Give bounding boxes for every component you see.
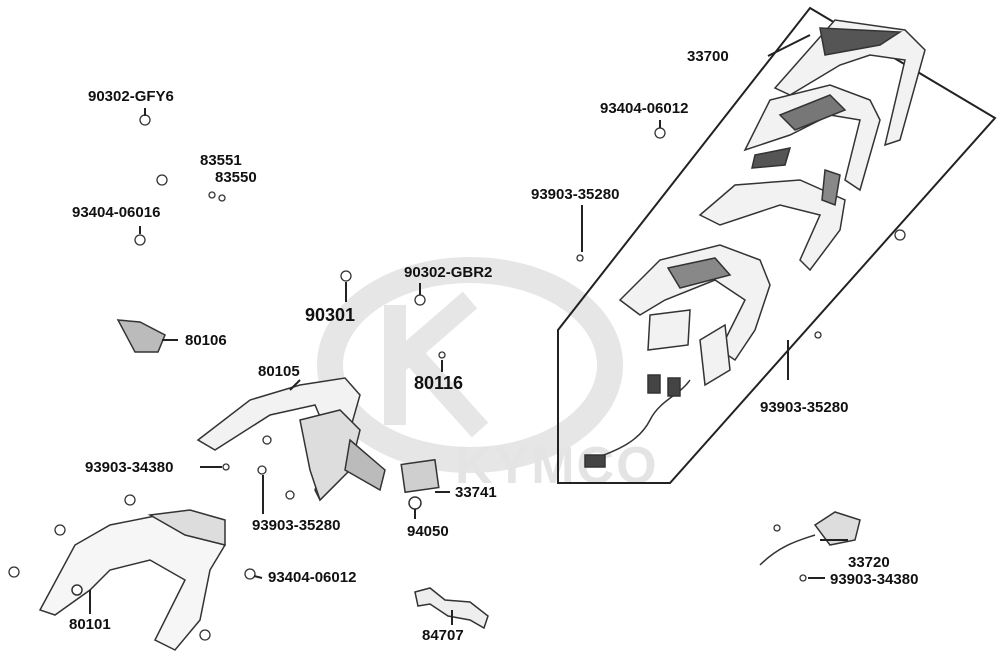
cowl-grille bbox=[778, 94, 847, 131]
watermark-ring bbox=[317, 257, 623, 473]
rear-fender bbox=[38, 514, 226, 651]
leader-lines bbox=[89, 108, 848, 625]
gasket-left bbox=[647, 309, 691, 351]
label-94050: 94050 bbox=[407, 523, 449, 540]
bracket-tip bbox=[344, 438, 386, 492]
rear-fender-assembly bbox=[38, 509, 226, 651]
screw-icon bbox=[285, 490, 295, 500]
bulb-socket-a bbox=[647, 374, 661, 394]
screw-icon bbox=[222, 463, 230, 471]
bolt-icon bbox=[139, 114, 151, 126]
bolt-icon bbox=[894, 229, 906, 241]
bulb-socket-b bbox=[667, 377, 681, 397]
pin-icon bbox=[438, 351, 446, 359]
fender-hole bbox=[71, 584, 83, 596]
label-33741: 33741 bbox=[455, 484, 497, 501]
cowl-layer-1 bbox=[773, 19, 926, 147]
label-93404-06012-top: 93404-06012 bbox=[600, 100, 689, 117]
cowl-clip bbox=[821, 168, 841, 207]
label-90301: 90301 bbox=[305, 305, 356, 325]
cowl-layer-3 bbox=[698, 179, 846, 272]
label-83550: 83550 bbox=[215, 169, 257, 186]
label-93903-35280-top: 93903-35280 bbox=[531, 186, 620, 203]
label-33720: 33720 bbox=[848, 554, 890, 571]
screw-icon bbox=[773, 524, 781, 532]
watermark-k-glyph bbox=[384, 291, 489, 438]
tail-lens bbox=[819, 27, 903, 56]
bolt-icon bbox=[414, 294, 426, 306]
screw-icon bbox=[814, 331, 822, 339]
pin-icon bbox=[218, 194, 226, 202]
license-light-33720 bbox=[759, 511, 861, 566]
label-80116: 80116 bbox=[414, 373, 464, 393]
label-93404-06012-bottom: 93404-06012 bbox=[268, 569, 357, 586]
group-box-33700 bbox=[557, 6, 997, 484]
frame-cutout bbox=[666, 257, 732, 289]
bracket-84707 bbox=[414, 587, 489, 630]
fasteners bbox=[8, 114, 906, 641]
bolt-icon bbox=[156, 174, 168, 186]
screw-icon bbox=[799, 574, 807, 582]
bolt-icon bbox=[124, 494, 136, 506]
bolt-icon bbox=[340, 270, 352, 282]
nut-94050 bbox=[408, 496, 422, 510]
light-wire bbox=[759, 534, 816, 566]
grab-rail-assembly bbox=[196, 377, 386, 502]
gasket-right bbox=[699, 323, 731, 387]
label-80105: 80105 bbox=[258, 363, 300, 380]
label-80101: 80101 bbox=[69, 616, 111, 633]
label-33700: 33700 bbox=[687, 48, 729, 65]
label-93404-06016: 93404-06016 bbox=[72, 204, 161, 221]
leader-80105 bbox=[289, 379, 301, 391]
cowl-inner-frame bbox=[618, 244, 771, 362]
reflector-80106 bbox=[116, 319, 166, 353]
label-93903-35280-bottom: 93903-35280 bbox=[252, 517, 341, 534]
harness-connector bbox=[584, 454, 606, 468]
screw-icon bbox=[257, 465, 267, 475]
bolt-icon bbox=[199, 629, 211, 641]
screw-icon bbox=[576, 254, 584, 262]
rear-cowl-assembly bbox=[584, 19, 926, 468]
label-83551: 83551 bbox=[200, 152, 242, 169]
fender-mount bbox=[147, 509, 226, 546]
bolt-icon bbox=[54, 524, 66, 536]
label-90302-gfy6: 90302-GFY6 bbox=[88, 88, 174, 105]
label-93903-34380-right: 93903-34380 bbox=[830, 571, 919, 588]
label-90302-gbr2: 90302-GBR2 bbox=[404, 264, 493, 281]
screw-icon bbox=[262, 435, 272, 445]
leader-93404-06012-bottom bbox=[253, 575, 263, 579]
bolt-icon bbox=[244, 568, 256, 580]
bolt-icon bbox=[8, 566, 20, 578]
license-plate-33741 bbox=[400, 458, 440, 494]
label-93903-34380-left: 93903-34380 bbox=[85, 459, 174, 476]
leader-33700 bbox=[767, 34, 811, 57]
pin-icon bbox=[208, 191, 216, 199]
label-80106: 80106 bbox=[185, 332, 227, 349]
bolt-icon bbox=[654, 127, 666, 139]
label-93903-35280-right: 93903-35280 bbox=[760, 399, 849, 416]
bolt-icon bbox=[134, 234, 146, 246]
label-84707: 84707 bbox=[422, 627, 464, 644]
light-housing bbox=[813, 511, 861, 546]
side-reflector bbox=[751, 147, 792, 169]
cowl-layer-2 bbox=[743, 84, 881, 192]
